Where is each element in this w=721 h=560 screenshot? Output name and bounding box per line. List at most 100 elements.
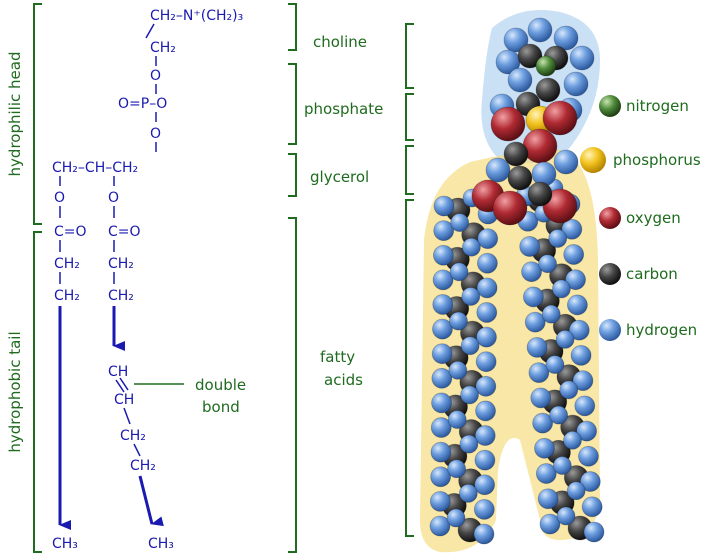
right-ch2-d: CH₂ <box>130 458 156 474</box>
carbon-legend-swatch <box>599 263 621 285</box>
right-tail-hydrogen-atom <box>578 445 599 467</box>
phosphate-formula: O=P–O <box>118 96 167 112</box>
oxygen-atom <box>542 100 578 136</box>
right-tail-hydrogen-atom <box>539 513 561 535</box>
fatty-acids-label-1: fatty <box>320 348 355 366</box>
left-tail-hydrogen-atom <box>429 515 451 537</box>
left-tail-hydrogen-atom <box>447 410 467 429</box>
right-tail-hydrogen-atom <box>524 311 546 333</box>
head-hydrogen-atom <box>485 157 511 183</box>
left-tail-hydrogen-atom <box>429 490 451 512</box>
methyl-left: CH₃ <box>52 536 78 552</box>
atom-cluster <box>429 17 605 545</box>
oxygen-1: O <box>150 68 161 84</box>
choline-label: choline <box>313 33 367 51</box>
methyl-right: CH₃ <box>148 536 174 552</box>
tail-bracket <box>33 231 42 553</box>
left-tail-hydrogen-atom <box>432 294 454 315</box>
right-tail-hydrogen-atom <box>576 420 598 442</box>
right-ch2-a: CH₂ <box>108 256 134 272</box>
left-tail-hydrogen-atom <box>432 244 454 266</box>
head-hydrogen-atom <box>569 45 595 71</box>
right-tail-hydrogen-atom <box>565 269 586 291</box>
left-tail-hydrogen-atom <box>475 400 496 422</box>
right-tail-hydrogen-atom <box>583 521 605 543</box>
head-hydrogen-atom <box>563 71 589 97</box>
choline-top-formula: CH₂–N⁺(CH₂)₃ <box>150 8 243 24</box>
middle-brackets-right <box>405 23 414 537</box>
nitrogen-atom <box>535 55 557 77</box>
glycerol-formula: CH₂–CH–CH₂ <box>52 160 138 176</box>
left-tail-hydrogen-atom <box>473 523 495 545</box>
right-tail-hydrogen-atom <box>522 286 544 308</box>
tail-label: hydrophobic tail <box>6 331 24 452</box>
left-tail-hydrogen-atom <box>449 311 468 331</box>
carbon-legend-label: carbon <box>626 265 678 283</box>
nitrogen-legend-label: nitrogen <box>626 97 689 115</box>
left-tail-hydrogen-atom <box>450 213 470 233</box>
fatty-acids-label-2: acids <box>324 371 363 389</box>
oxygen-atom <box>522 128 558 164</box>
left-tail-hydrogen-atom <box>474 425 496 446</box>
left-tail-hydrogen-atom <box>431 343 453 365</box>
right-tail-hydrogen-atom <box>532 412 554 434</box>
right-tail-hydrogen-atom <box>581 496 603 518</box>
oxygen-right: O <box>108 190 119 206</box>
left-tail-hydrogen-atom <box>476 326 497 348</box>
left-tail-hydrogen-atom <box>458 483 478 503</box>
right-tail-hydrogen-atom <box>541 304 561 324</box>
right-tail-hydrogen-atom <box>570 344 592 366</box>
oxygen-legend-swatch <box>599 207 621 229</box>
choline-ch2: CH₂ <box>150 40 176 56</box>
right-tail-hydrogen-atom <box>534 437 555 459</box>
alkene-ch-b: CH <box>114 392 134 408</box>
right-tail-hydrogen-atom <box>551 279 571 299</box>
left-tail-hydrogen-atom <box>446 508 466 528</box>
left-ch2-b: CH₂ <box>54 288 80 304</box>
left-tail-hydrogen-atom <box>475 375 497 397</box>
left-tail-hydrogen-atom <box>449 262 469 282</box>
oxygen-legend-label: oxygen <box>626 209 681 227</box>
oxygen-left: O <box>54 190 65 206</box>
left-tail-hydrogen-atom <box>430 441 452 463</box>
space-filling-model <box>420 10 605 553</box>
hydrogen-legend-label: hydrogen <box>626 321 697 339</box>
right-tail-hydrogen-atom <box>519 236 541 257</box>
left-tail-hydrogen-atom <box>461 237 481 257</box>
phosphate-label: phosphate <box>304 100 383 118</box>
carbonyl-left: C=O <box>54 224 87 240</box>
left-tail-hydrogen-atom <box>476 252 498 274</box>
right-tail-hydrogen-atom <box>530 387 552 409</box>
phosphorus-legend-label: phosphorus <box>613 151 701 169</box>
head-carbon-atom <box>503 141 529 167</box>
left-tail-hydrogen-atom <box>431 392 452 414</box>
left-tail-hydrogen-atom <box>460 336 480 356</box>
left-tail-hydrogen-atom <box>474 474 496 496</box>
right-tail-hydrogen-atom <box>528 362 550 384</box>
nitrogen-legend-swatch <box>599 95 621 117</box>
head-hydrogen-atom <box>553 149 579 175</box>
right-tail-hydrogen-atom <box>563 244 585 265</box>
left-tail-hydrogen-atom <box>477 228 499 250</box>
middle-brackets-left <box>288 3 297 553</box>
head-hydrogen-atom <box>527 17 553 43</box>
glycerol-label: glycerol <box>310 168 369 186</box>
right-tail-hydrogen-atom <box>568 319 590 341</box>
oxygen-atom <box>542 188 578 224</box>
right-tail-hydrogen-atom <box>559 380 579 400</box>
oxygen-2: O <box>150 126 161 142</box>
oxygen-atom <box>490 106 526 142</box>
head-bracket <box>33 3 42 225</box>
right-tail-hydrogen-atom <box>563 430 582 450</box>
left-tail-hydrogen-atom <box>447 459 467 479</box>
head-carbon-atom <box>527 181 553 207</box>
structural-formula: CH₂–N⁺(CH₂)₃ CH₂ O O=P–O O CH₂–CH–CH₂ O … <box>52 8 243 552</box>
right-tail-hydrogen-atom <box>548 229 568 248</box>
right-tail-hydrogen-atom <box>566 294 588 316</box>
right-tail-hydrogen-atom <box>555 329 575 349</box>
left-tail-hydrogen-atom <box>448 360 468 380</box>
right-tail-hydrogen-atom <box>556 506 576 526</box>
left-tail-hydrogen-atom <box>430 466 452 488</box>
right-tail-hydrogen-atom <box>538 254 557 274</box>
carbonyl-right: C=O <box>108 224 141 240</box>
